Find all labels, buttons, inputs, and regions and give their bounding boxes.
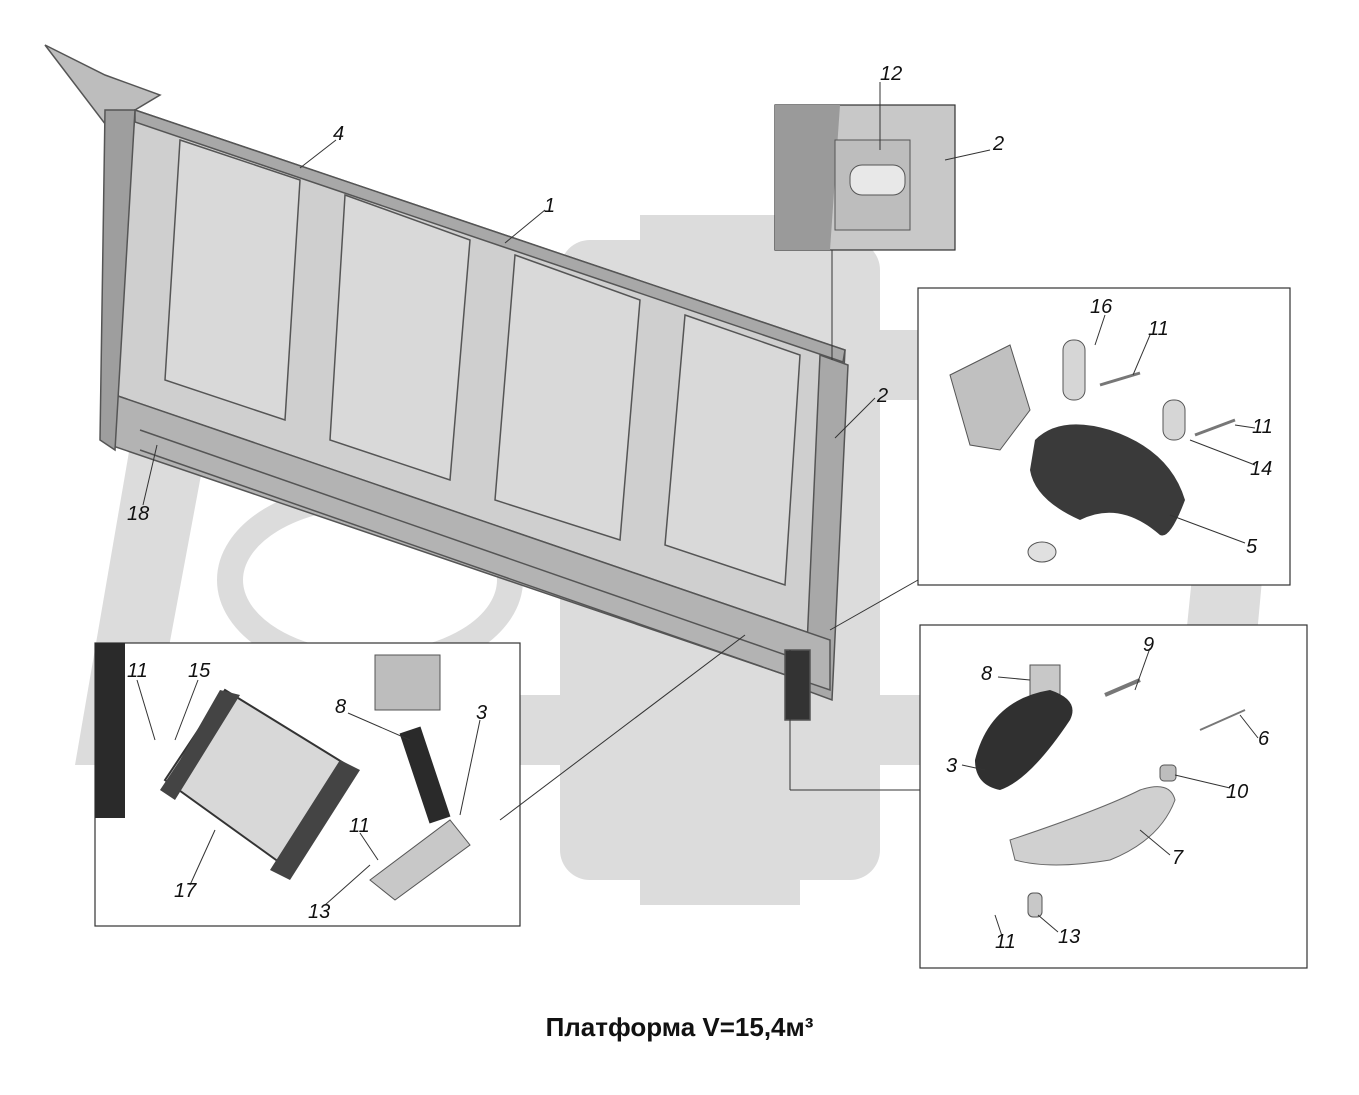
callout-13a: 13 — [308, 901, 330, 923]
left-wall — [95, 643, 125, 818]
pin-6 — [1199, 709, 1246, 731]
detail-frame-link — [919, 624, 1308, 969]
rod-8 — [399, 726, 451, 824]
callout-11c: 11 — [995, 931, 1016, 953]
callout-5: 5 — [1246, 536, 1258, 558]
callout-7: 7 — [1172, 847, 1184, 869]
cylinder-end — [270, 760, 360, 880]
lever-3-plate — [369, 819, 471, 901]
panel-3 — [494, 253, 641, 542]
callout-2b: 2 — [876, 385, 888, 407]
callout-15: 15 — [188, 660, 211, 682]
panel-2 — [329, 193, 471, 482]
bushing-10 — [1159, 764, 1177, 782]
callout-17: 17 — [174, 880, 197, 902]
detail-view-link — [919, 624, 1308, 969]
watermark-gear-tooth — [640, 215, 800, 255]
callout-8b: 8 — [981, 663, 992, 685]
callout-13b: 13 — [1058, 926, 1080, 948]
hinge-bracket — [949, 344, 1031, 451]
callout-2a: 2 — [992, 133, 1004, 155]
watermark-gear-tooth — [640, 865, 800, 905]
panel-4 — [664, 313, 801, 587]
callout-10: 10 — [1226, 781, 1248, 803]
callout-11e: 11 — [349, 815, 370, 837]
panel-1 — [164, 138, 301, 422]
cylinder-end — [160, 690, 240, 800]
callout-11d: 11 — [127, 660, 148, 682]
mount-block — [374, 654, 441, 711]
longeron-line — [139, 429, 801, 661]
callout-11a: 11 — [1148, 318, 1169, 340]
detail-12-pin — [849, 164, 906, 196]
callout-18: 18 — [127, 503, 149, 525]
callout-8a: 8 — [335, 696, 346, 718]
detail-view-cylinder — [94, 642, 521, 927]
callouts: 1 4 12 2 2 18 16 11 11 14 5 9 8 6 3 10 7… — [127, 63, 1273, 953]
pin-13 — [1027, 892, 1043, 918]
detail-view-12 — [774, 104, 956, 360]
longeron-line — [139, 449, 801, 681]
pin-16 — [1062, 339, 1086, 401]
hinge-lever-5 — [1030, 424, 1185, 536]
tipper-body — [44, 44, 849, 721]
callout-1: 1 — [544, 195, 555, 217]
pin-14 — [1162, 399, 1186, 441]
diagram-caption: Платформа V=15,4м³ — [545, 1012, 814, 1042]
cotter-pin-11b — [1194, 418, 1236, 437]
callout-16: 16 — [1090, 296, 1113, 318]
rear-hinge-block — [784, 649, 811, 721]
callout-6: 6 — [1258, 728, 1270, 750]
callout-12: 12 — [880, 63, 902, 85]
bracket-7 — [1009, 786, 1176, 866]
callout-9: 9 — [1143, 634, 1154, 656]
lever-3 — [975, 690, 1073, 790]
callout-11b: 11 — [1252, 416, 1273, 438]
callout-3a: 3 — [476, 702, 487, 724]
detail-view-hinge — [917, 287, 1291, 586]
detail-12-wall — [775, 105, 840, 250]
washer — [1027, 541, 1057, 563]
front-frame — [99, 109, 136, 452]
leader-lines — [136, 82, 1259, 937]
rear-post — [804, 353, 849, 702]
pin-9 — [1104, 678, 1141, 697]
callout-4: 4 — [333, 123, 344, 145]
callout-3b: 3 — [946, 755, 957, 777]
callout-14: 14 — [1250, 458, 1272, 480]
